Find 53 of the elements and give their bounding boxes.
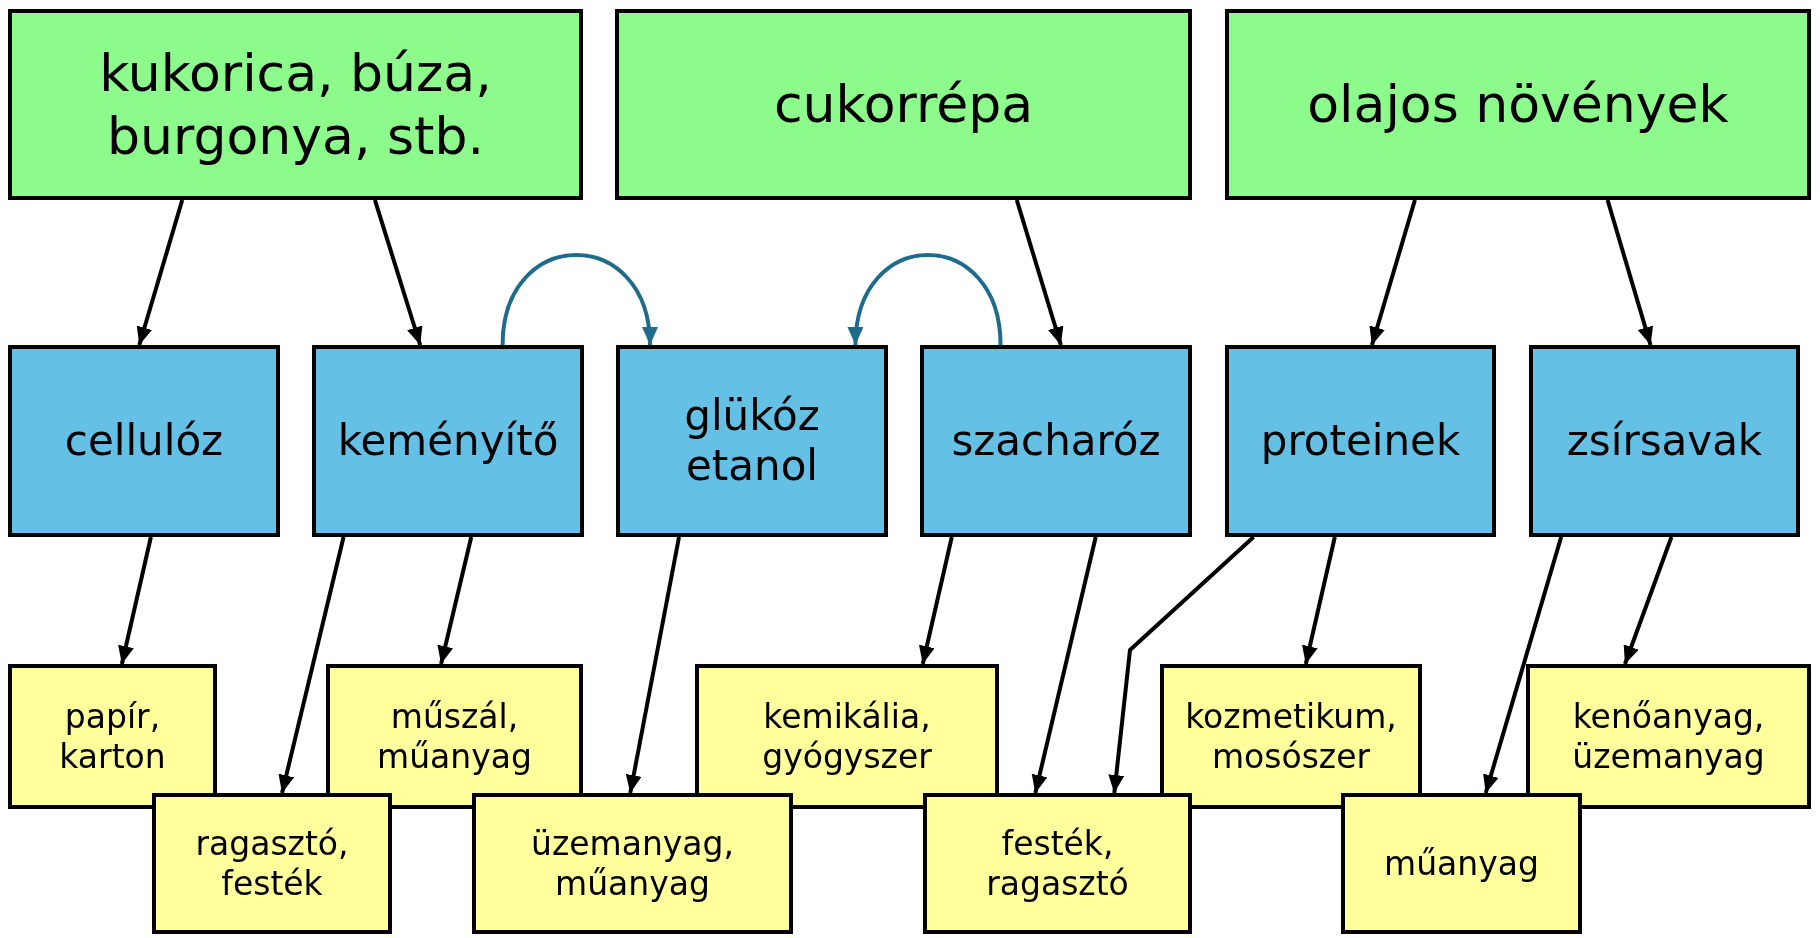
node-label: festék, ragasztó (985, 823, 1130, 904)
arrow (625, 536, 681, 794)
product-box (695, 664, 999, 809)
arrow (1302, 536, 1337, 665)
arrow (278, 536, 346, 794)
node-label: proteinek (1260, 415, 1461, 467)
arrow (437, 536, 474, 665)
node-label: kenőanyag, üzemanyag (1571, 696, 1766, 777)
substance-box (920, 345, 1192, 537)
arrow (500, 253, 657, 346)
substance-box (1529, 345, 1800, 537)
node-label: glükóz etanol (683, 390, 821, 492)
node-label: cellulóz (64, 415, 224, 467)
product-box (326, 664, 583, 809)
node-label: papír, karton (58, 696, 167, 777)
node-label: olajos növények (1307, 73, 1729, 136)
arrow (1369, 199, 1417, 346)
node-label: műszál, műanyag (376, 696, 533, 777)
substance-box (312, 345, 584, 537)
node-label: kozmetikum, mosószer (1184, 696, 1398, 777)
arrow (1014, 199, 1064, 346)
arrow (1605, 199, 1654, 346)
product-box (8, 664, 217, 809)
source-box (615, 9, 1192, 200)
product-box (923, 793, 1192, 934)
arrow (118, 536, 153, 665)
arrow (136, 199, 185, 346)
arrow (1483, 536, 1564, 794)
source-box (1225, 9, 1811, 200)
product-box (472, 793, 793, 934)
arrow (1108, 535, 1255, 794)
arrow (849, 253, 1003, 346)
substance-box (8, 345, 280, 537)
node-label: keményítő (337, 415, 559, 467)
product-box (152, 793, 392, 934)
source-box (8, 9, 583, 200)
product-box (1526, 664, 1811, 809)
node-label: szacharóz (951, 415, 1161, 467)
node-label: cukorrépa (773, 73, 1034, 136)
node-label: ragasztó, festék (194, 823, 350, 904)
arrow (1623, 536, 1674, 665)
arrow (1031, 536, 1098, 794)
product-box (1341, 793, 1582, 934)
arrow (919, 536, 954, 665)
arrow (373, 199, 423, 346)
node-label: kukorica, búza, burgonya, stb. (98, 42, 493, 167)
node-label: zsírsavak (1566, 415, 1763, 467)
product-box (1160, 664, 1422, 809)
node-label: kemikália, gyógyszer (761, 696, 933, 777)
node-label: üzemanyag, műanyag (530, 823, 735, 904)
substance-box (1225, 345, 1496, 537)
node-label: műanyag (1384, 843, 1539, 884)
substance-box (616, 345, 888, 537)
